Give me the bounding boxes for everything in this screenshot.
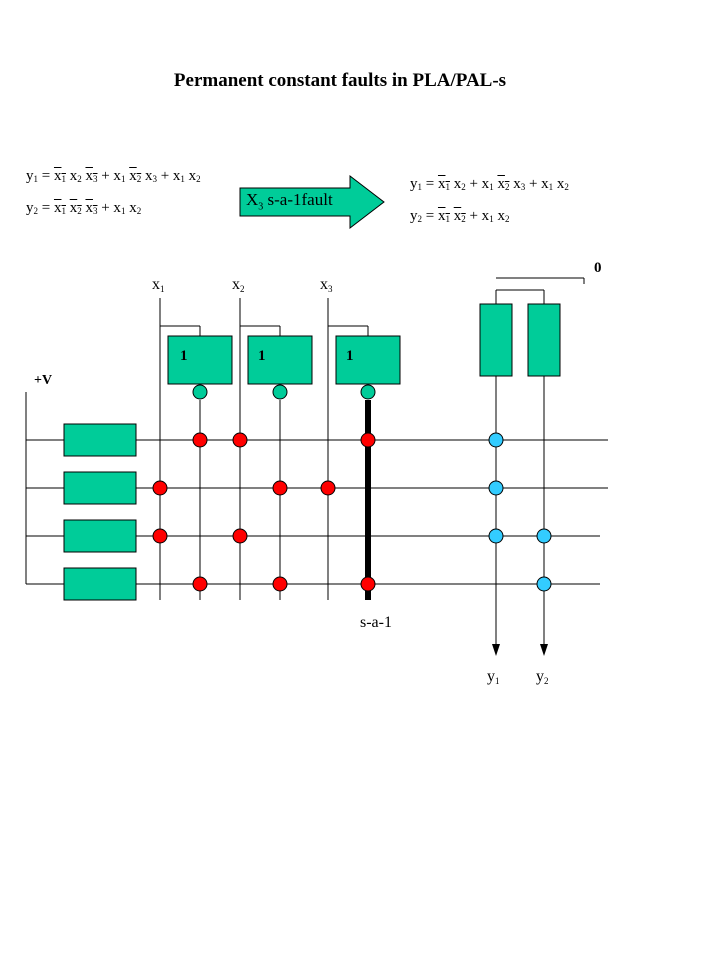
inverter-x3-bubble — [360, 384, 376, 400]
arrow-label: X3 s-a-1fault — [246, 190, 376, 212]
and-dot — [192, 576, 208, 592]
and-dot — [272, 480, 288, 496]
or-dot — [536, 576, 552, 592]
right-eq-y1-text: y1 = x1 x2 + x1 x2 x3 + x1 x2 — [410, 176, 569, 192]
output-label-y1: y1 — [487, 668, 500, 686]
fault-arrow — [239, 174, 385, 230]
fault-label: s-a-1 — [360, 614, 392, 631]
resistor-row-1 — [63, 423, 137, 457]
inverter-x1-bubble — [192, 384, 208, 400]
and-dot — [232, 432, 248, 448]
right-equation-y1: y1 = x1 x2 + x1 x2 x3 + x1 x2 — [410, 176, 569, 193]
resistor-row-4 — [63, 567, 137, 601]
right-equation-y2: y2 = x1 x2 + x1 x2 — [410, 208, 509, 225]
resistor-row-3 — [63, 519, 137, 553]
output-resistor-y1 — [479, 303, 513, 377]
inverter-x2 — [247, 335, 313, 385]
and-dot — [272, 576, 288, 592]
arrow-label-sub: 3 — [258, 201, 264, 213]
page-title: Permanent constant faults in PLA/PAL-s — [173, 70, 507, 91]
output-resistor-y2 — [527, 303, 561, 377]
inverter-x2-label: 1 — [258, 348, 266, 364]
inverter-x1 — [167, 335, 233, 385]
y1-arrowhead — [492, 644, 500, 656]
supply-label: +V — [34, 373, 52, 388]
inverter-x1-label: 1 — [180, 348, 188, 364]
input-lines — [159, 298, 369, 600]
and-dot — [152, 480, 168, 496]
arrow-label-main: X — [246, 190, 259, 209]
and-plane-dots — [152, 432, 376, 592]
and-dot — [232, 528, 248, 544]
and-dot — [360, 432, 376, 448]
left-equation-y2: y2 = x1 x2 x3 + x1 x2 — [26, 200, 141, 217]
inverter-x2-bubble — [272, 384, 288, 400]
or-dot — [536, 528, 552, 544]
left-equation-y1: y1 = x1 x2 x3 + x1 x2 x3 + x1 x2 — [26, 168, 201, 185]
left-eq-y2-text: y2 = x1 x2 x3 + x1 x2 — [26, 200, 142, 216]
zero-label: 0 — [594, 260, 602, 276]
inverter-x3-label: 1 — [346, 348, 354, 364]
and-dot — [192, 432, 208, 448]
product-lines — [26, 439, 608, 585]
left-eq-y1-text: y1 = x1 x2 x3 + x1 x2 x3 + x1 x2 — [26, 168, 201, 184]
y2-arrowhead — [540, 644, 548, 656]
or-dot — [488, 528, 504, 544]
arrow-label-rest: s-a-1fault — [263, 190, 333, 209]
right-eq-y2-text: y2 = x1 x2 + x1 x2 — [410, 208, 510, 224]
input-label-x2: x2 — [232, 276, 245, 294]
or-dot — [488, 432, 504, 448]
and-dot — [320, 480, 336, 496]
inverter-x3 — [335, 335, 401, 385]
input-label-x3: x3 — [320, 276, 333, 294]
output-label-y2: y2 — [536, 668, 549, 686]
and-dot — [152, 528, 168, 544]
resistor-row-2 — [63, 471, 137, 505]
or-plane-dots — [488, 432, 552, 592]
output-lines — [495, 277, 585, 648]
or-dot — [488, 480, 504, 496]
and-dot — [360, 576, 376, 592]
input-label-x1: x1 — [152, 276, 165, 294]
